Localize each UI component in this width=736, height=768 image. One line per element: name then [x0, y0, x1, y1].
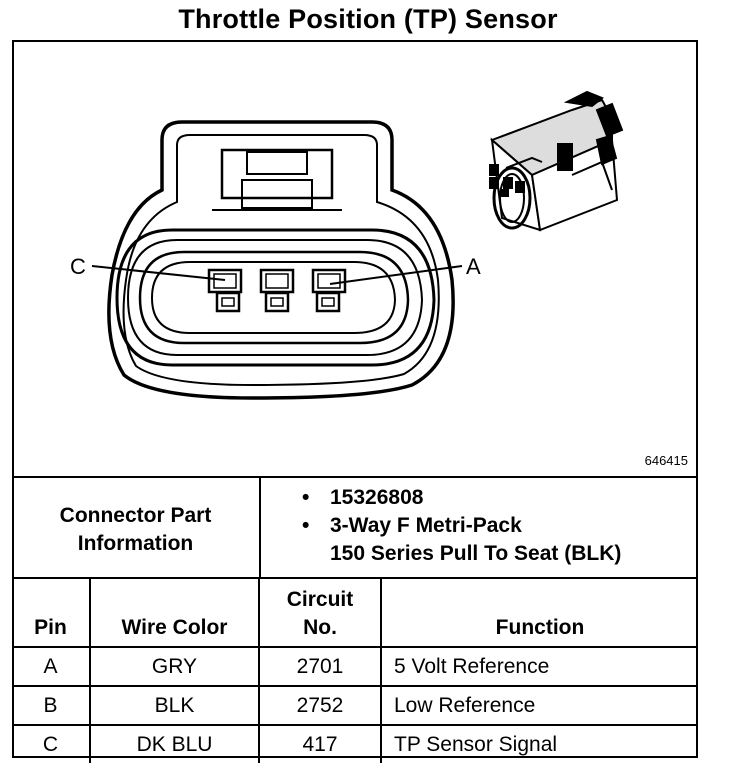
housing-inner-outline — [122, 134, 440, 387]
connector-face-drawing — [91, 120, 463, 400]
bullet-icon: • — [302, 514, 310, 537]
parts-heading-line2: Information — [77, 532, 194, 555]
pin-label-a: A — [466, 254, 481, 279]
figure-number: 646415 — [644, 453, 688, 468]
parts-list: • 15326808 • 3-Way F Metri-Pack 150 Seri… — [302, 484, 621, 568]
pin-cell: A — [12, 646, 91, 687]
wire-color-cell: BLK — [89, 685, 260, 726]
pin-table-header: Pin Wire Color Circuit No. Function — [12, 577, 698, 648]
page-title: Throttle Position (TP) Sensor — [178, 4, 558, 34]
header-circuit: Circuit No. — [258, 577, 382, 648]
pin-cell: C — [12, 724, 91, 763]
pin-cavity-b — [259, 268, 295, 313]
header-wire-color: Wire Color — [89, 577, 260, 648]
wire-color-cell: DK BLU — [89, 724, 260, 763]
seal-ring-innermost — [150, 261, 397, 334]
table-row: B BLK 2752 Low Reference — [12, 685, 698, 726]
seal-ring-middle — [126, 239, 424, 356]
bullet-icon: • — [302, 486, 310, 509]
connector-iso-drawing — [489, 90, 624, 232]
pin-cavity-c — [207, 268, 243, 313]
latch — [212, 148, 342, 211]
part-number-item: • 15326808 — [302, 484, 621, 512]
parts-heading: Connector Part Information — [12, 502, 259, 558]
parts-divider — [259, 478, 261, 579]
circuit-cell: 2701 — [258, 646, 382, 687]
pin-table: Pin Wire Color Circuit No. Function A GR… — [12, 577, 698, 763]
part-number: 15326808 — [330, 486, 424, 509]
connector-part-info: Connector Part Information • 15326808 • … — [12, 476, 698, 579]
function-cell: TP Sensor Signal — [380, 724, 698, 763]
table-row: A GRY 2701 5 Volt Reference — [12, 646, 698, 687]
header-function: Function — [380, 577, 698, 648]
connector-type-line1: 3-Way F Metri-Pack — [330, 514, 522, 537]
connector-type-line2: 150 Series Pull To Seat (BLK) — [330, 542, 622, 565]
seal-ring-inner — [138, 250, 410, 345]
circuit-cell: 2752 — [258, 685, 382, 726]
seal-ring-outer — [115, 228, 436, 367]
function-cell: 5 Volt Reference — [380, 646, 698, 687]
header-circuit-line2: No. — [303, 616, 337, 639]
parts-heading-line1: Connector Part — [59, 504, 212, 527]
pin-cell: B — [12, 685, 91, 726]
connector-type-item: • 3-Way F Metri-Pack 150 Series Pull To … — [302, 512, 621, 568]
leader-line-a — [329, 265, 463, 285]
function-cell: Low Reference — [380, 685, 698, 726]
circuit-cell: 417 — [258, 724, 382, 763]
pin-cavity-a — [311, 268, 347, 313]
housing-outline — [107, 120, 455, 400]
header-pin: Pin — [12, 577, 91, 648]
wire-color-cell: GRY — [89, 646, 260, 687]
leader-line-c — [91, 265, 226, 281]
table-row: C DK BLU 417 TP Sensor Signal — [12, 724, 698, 763]
header-circuit-line1: Circuit — [286, 588, 354, 611]
connector-diagram: C A — [70, 90, 624, 400]
pin-label-c: C — [70, 254, 86, 279]
